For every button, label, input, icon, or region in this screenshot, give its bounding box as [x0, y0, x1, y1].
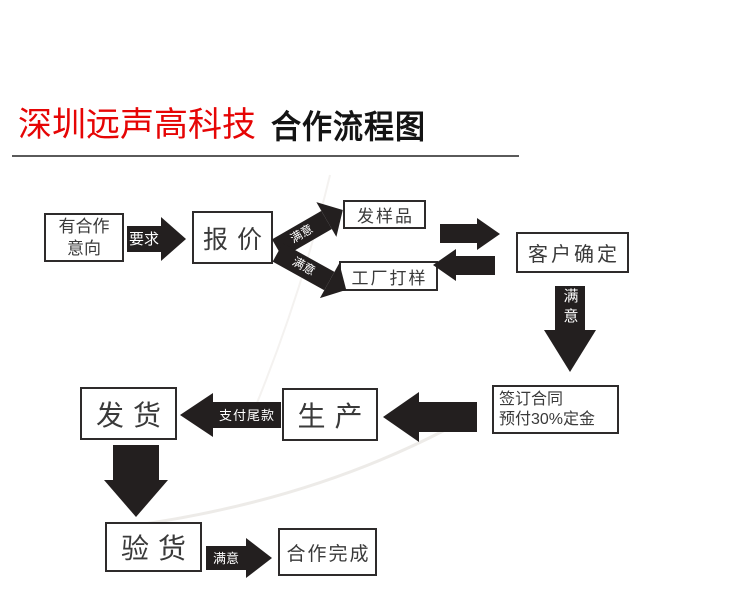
arrow-from-customer-confirm [433, 249, 495, 281]
node-production: 生产 [282, 388, 378, 441]
arrow-requirement: 要求 [127, 217, 186, 261]
arrow-pay-balance-label: 支付尾款 [218, 407, 275, 423]
arrow-head-icon [246, 538, 272, 578]
arrow-requirement-body: 要求 [127, 226, 161, 252]
node-cooperation-intent: 有合作 意向 [44, 213, 124, 262]
node-inspection-label: 验货 [120, 533, 195, 564]
arrow-satisfied-down: 满意 [544, 286, 596, 372]
arrow-pay-balance: 支付尾款 [180, 393, 281, 437]
arrow-satisfied-down-body: 满意 [555, 286, 585, 330]
company-name: 深圳远声高科技 [18, 105, 256, 145]
arrow-head-icon [383, 392, 419, 442]
arrow-contract-to-production [383, 392, 477, 442]
arrow-head-icon [103, 480, 168, 517]
node-customer-confirm: 客户确定 [516, 232, 629, 273]
arrow-head-icon [544, 330, 596, 372]
node-cooperation-complete: 合作完成 [278, 528, 377, 576]
arrow-satisfied-to-proof-body: 满意 [272, 242, 335, 290]
arrow-to-customer-confirm [440, 217, 500, 250]
arrow-head-icon [161, 217, 186, 261]
arrow-ship-to-inspection-body [112, 445, 159, 480]
node-inspection: 验货 [105, 522, 202, 572]
node-shipping-label: 发货 [95, 399, 170, 431]
page-title: 合作流程图 [271, 109, 426, 146]
arrow-from-customer-confirm-body [456, 255, 495, 275]
header-divider [12, 155, 519, 157]
node-factory-proof-label: 工厂打样 [351, 268, 428, 288]
node-cooperation-intent-line1: 有合作 [58, 217, 110, 237]
arrow-satisfied-final: 满意 [206, 538, 272, 578]
node-quotation-label: 报价 [203, 225, 272, 254]
arrow-pay-balance-body: 支付尾款 [213, 402, 281, 428]
arrow-ship-to-inspection [103, 445, 168, 517]
node-cooperation-intent-line2: 意向 [67, 238, 101, 258]
arrow-to-customer-confirm-body [440, 224, 477, 243]
arrow-satisfied-final-label: 满意 [212, 550, 239, 566]
node-production-label: 生产 [297, 400, 372, 432]
arrow-head-icon [433, 249, 456, 281]
node-customer-confirm-label: 客户确定 [528, 244, 620, 266]
arrow-satisfied-final-body: 满意 [206, 546, 246, 570]
arrow-satisfied-to-proof-label: 满意 [289, 254, 318, 279]
node-cooperation-complete-label: 合作完成 [286, 543, 371, 565]
node-shipping: 发货 [80, 387, 177, 440]
arrow-satisfied-down-label: 满意 [561, 288, 579, 328]
arrow-head-icon [180, 393, 213, 437]
node-sign-contract-line2: 预付30%定金 [499, 410, 596, 428]
arrow-head-icon [477, 217, 500, 250]
node-quotation: 报价 [192, 211, 273, 264]
node-sign-contract: 签订合同 预付30%定金 [492, 385, 619, 434]
arrow-contract-to-production-body [419, 402, 477, 432]
arrow-requirement-label: 要求 [128, 230, 159, 248]
node-sign-contract-line1: 签订合同 [499, 390, 564, 408]
node-send-sample: 发样品 [343, 200, 426, 229]
node-send-sample-label: 发样品 [357, 207, 414, 226]
